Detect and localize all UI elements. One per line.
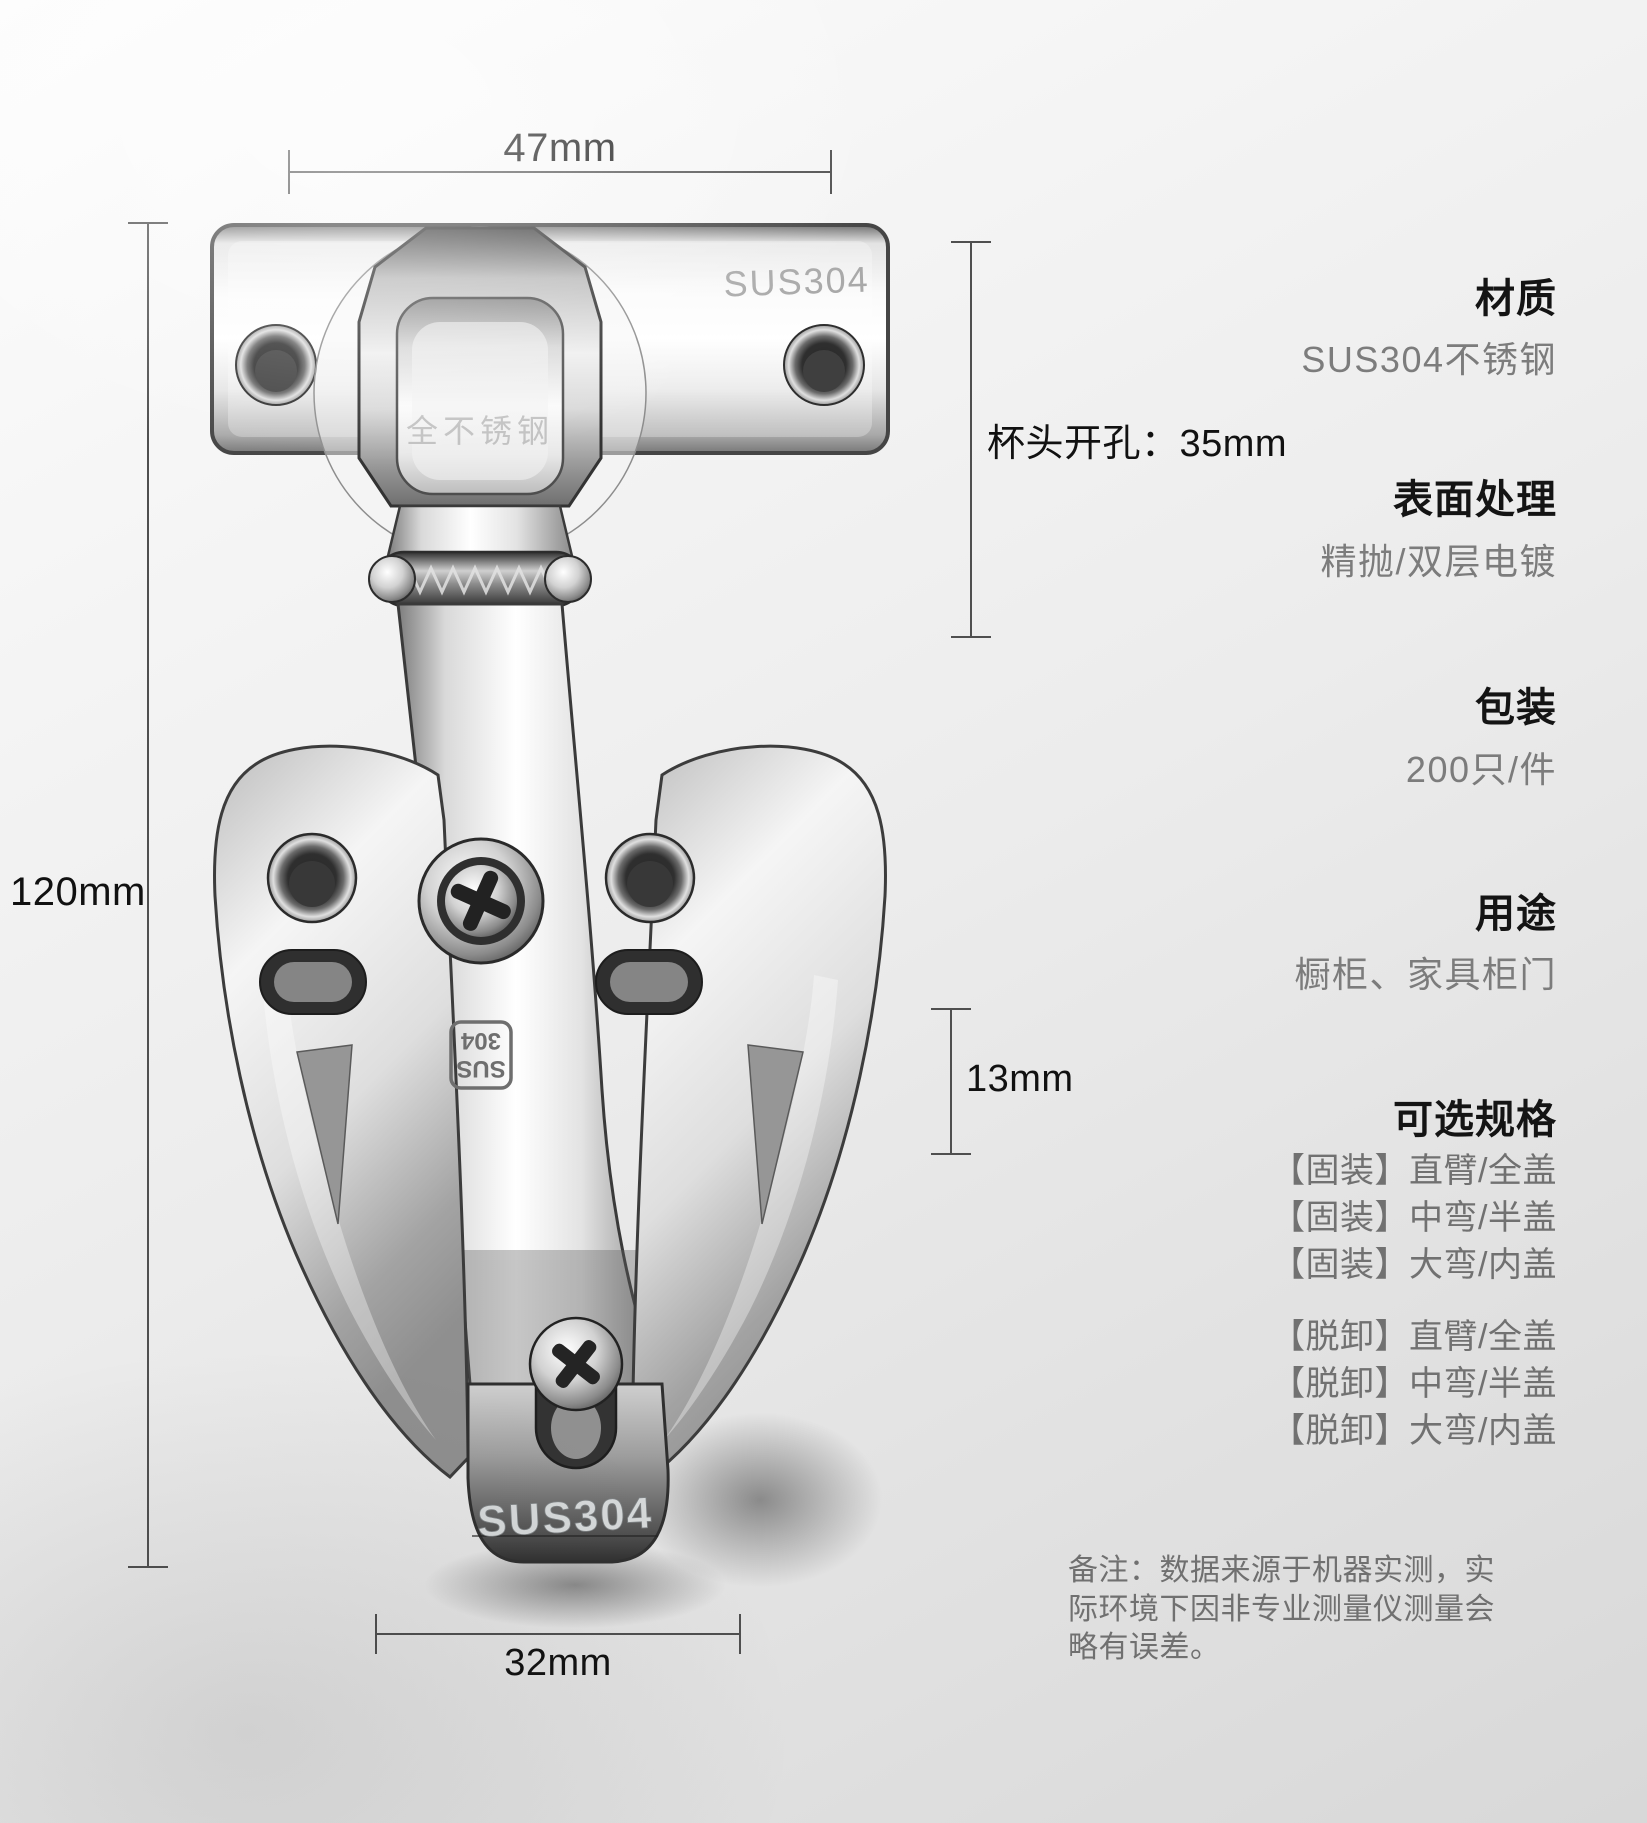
spec-value-packaging: 200只/件 — [1405, 749, 1557, 790]
knuckle-pin-left — [368, 555, 416, 603]
spec-value-material: SUS304不锈钢 — [1301, 339, 1557, 380]
spec-value-usage: 橱柜、家具柜门 — [1294, 954, 1557, 995]
option-item: 【脱卸】大弯/内盖 — [1271, 1412, 1557, 1450]
option-item: 【固装】直臂/全盖 — [1271, 1152, 1557, 1190]
plate-engraving: SUS304 — [723, 258, 870, 304]
stamp-text: SUS 304 — [456, 1027, 505, 1082]
cup-watermark: 全不锈钢 — [406, 413, 554, 449]
dim-label-offset: 13mm — [966, 1058, 1074, 1100]
knuckle-pin-right — [544, 555, 592, 603]
dim-label-cup-hole: 杯头开孔：35mm — [987, 423, 1288, 465]
spec-heading-finish: 表面处理 — [1393, 478, 1557, 522]
dim-line-cup-hole — [951, 241, 991, 638]
dim-line-offset — [931, 1008, 971, 1155]
spec-heading-material: 材质 — [1475, 277, 1557, 321]
option-item: 【脱卸】中弯/半盖 — [1271, 1365, 1557, 1403]
option-list-detachable: 【脱卸】直臂/全盖 【脱卸】中弯/半盖 【脱卸】大弯/内盖 — [1271, 1314, 1557, 1455]
hinge-illustration: SUS304 全不锈钢 — [210, 223, 935, 1647]
spec-heading-usage: 用途 — [1475, 892, 1557, 936]
svg-text:SUS: SUS — [456, 1055, 505, 1082]
dim-label-height: 120mm — [10, 870, 146, 914]
base-engraving: SUS304 — [476, 1488, 654, 1546]
spec-heading-options: 可选规格 — [1393, 1098, 1557, 1142]
spec-heading-packaging: 包装 — [1475, 686, 1557, 730]
option-list-fixed: 【固装】直臂/全盖 【固装】中弯/半盖 【固装】大弯/内盖 — [1271, 1148, 1557, 1289]
option-item: 【脱卸】直臂/全盖 — [1271, 1318, 1557, 1356]
dim-label-top-width: 47mm — [503, 126, 617, 170]
spec-value-finish: 精抛/双层电镀 — [1320, 541, 1557, 582]
hinge-neck — [386, 504, 574, 558]
option-item: 【固装】中弯/半盖 — [1271, 1199, 1557, 1237]
dim-label-base-width: 32mm — [504, 1642, 612, 1684]
svg-text:304: 304 — [460, 1027, 501, 1054]
measurement-note: 备注：数据来源于机器实测，实际环境下因非专业测量仪测量会略有误差。 — [1068, 1554, 1495, 1664]
option-item: 【固装】大弯/内盖 — [1271, 1246, 1557, 1284]
